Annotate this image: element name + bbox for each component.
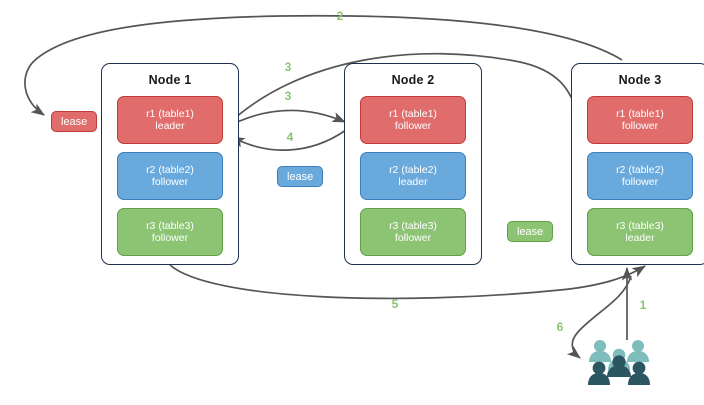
edge-3-to-node2 [226,109,346,128]
replica-node3-r3[interactable]: r3 (table3) leader [587,208,693,256]
edge-5 [169,264,646,300]
replica-name: r2 (table2) [389,163,437,176]
node-title-3: Node 3 [618,73,662,87]
replica-role: follower [151,176,189,188]
replica-role: leader [155,120,185,132]
replica-name: r1 (table1) [389,107,437,120]
replica-node3-r2[interactable]: r2 (table2) follower [587,152,693,200]
node-title-1: Node 1 [148,73,192,87]
replica-role: follower [151,232,189,244]
node-card-3[interactable]: Node 3 r1 (table1) follower r2 (table2) … [571,63,704,265]
replica-node2-r2[interactable]: r2 (table2) leader [360,152,466,200]
replica-node2-r1[interactable]: r1 (table1) follower [360,96,466,144]
replica-role: follower [621,176,659,188]
replica-name: r3 (table3) [389,219,437,232]
lease-badge-blue[interactable]: lease [277,166,324,187]
replica-role: follower [621,120,659,132]
replica-node2-r3[interactable]: r3 (table3) follower [360,208,466,256]
node-card-2[interactable]: Node 2 r1 (table1) follower r2 (table2) … [344,63,482,265]
step-label-4: 4 [286,130,294,144]
replica-name: r1 (table1) [616,107,664,120]
replica-role: follower [394,120,432,132]
replica-role: leader [398,176,428,188]
replica-node1-r3[interactable]: r3 (table3) follower [117,208,223,256]
step-label-6: 6 [556,320,564,334]
node-card-1[interactable]: Node 1 r1 (table1) leader r2 (table2) fo… [101,63,239,265]
users-icon [588,340,650,385]
replica-role: leader [625,232,655,244]
replica-name: r2 (table2) [146,163,194,176]
lease-badge-green[interactable]: lease [507,221,554,242]
step-label-3-lower: 3 [284,89,292,103]
step-label-3-upper: 3 [284,60,292,74]
replica-name: r3 (table3) [146,219,194,232]
replica-role: follower [394,232,432,244]
replica-name: r2 (table2) [616,163,664,176]
replica-name: r3 (table3) [616,219,664,232]
step-label-1: 1 [639,298,647,312]
node-title-2: Node 2 [391,73,435,87]
replica-node3-r1[interactable]: r1 (table1) follower [587,96,693,144]
step-label-2: 2 [336,9,344,23]
replica-name: r1 (table1) [146,107,194,120]
replica-node1-r1[interactable]: r1 (table1) leader [117,96,223,144]
lease-badge-red[interactable]: lease [51,111,98,132]
step-label-5: 5 [391,297,399,311]
replica-node1-r2[interactable]: r2 (table2) follower [117,152,223,200]
